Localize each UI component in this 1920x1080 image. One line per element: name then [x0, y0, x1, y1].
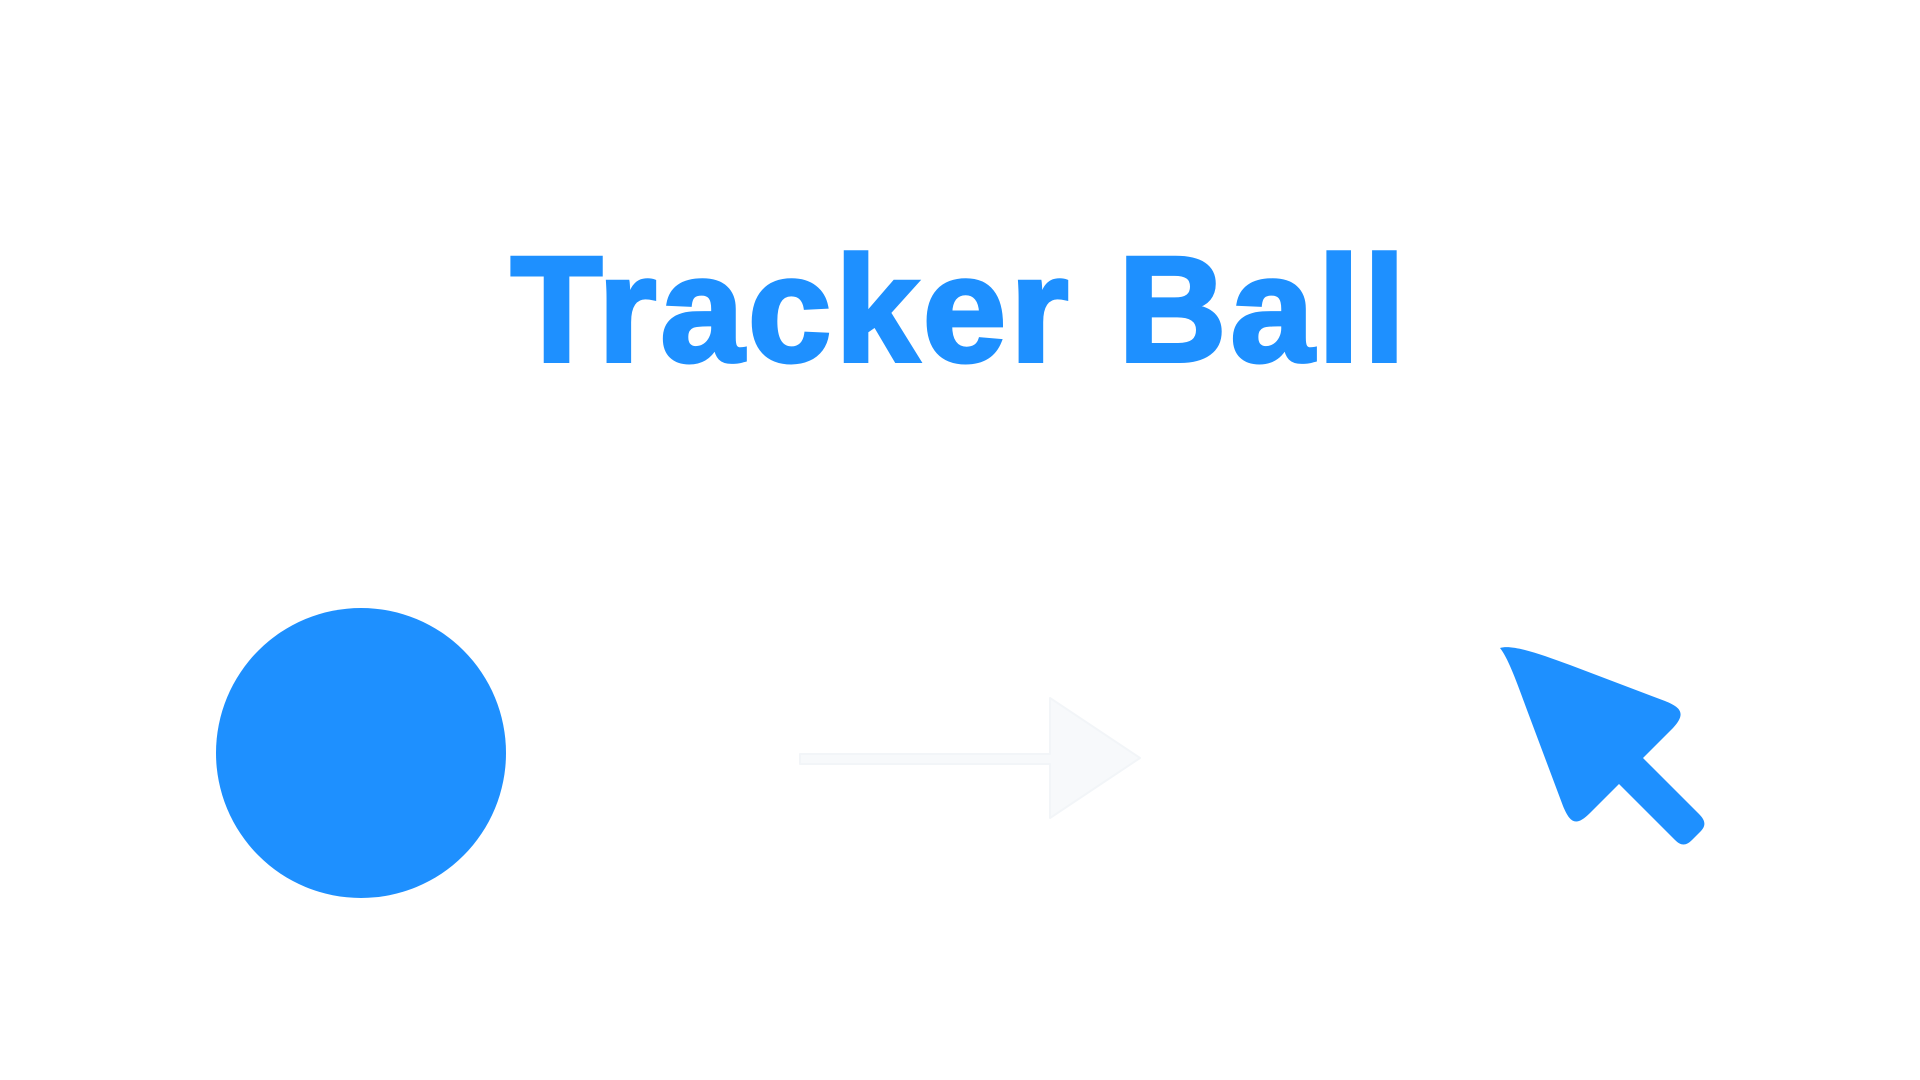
- right-arrow-icon: [799, 697, 1141, 819]
- mouse-pointer-icon[interactable]: [1480, 636, 1720, 876]
- page-title: Tracker Ball: [509, 225, 1410, 393]
- ball-icon[interactable]: [216, 608, 506, 898]
